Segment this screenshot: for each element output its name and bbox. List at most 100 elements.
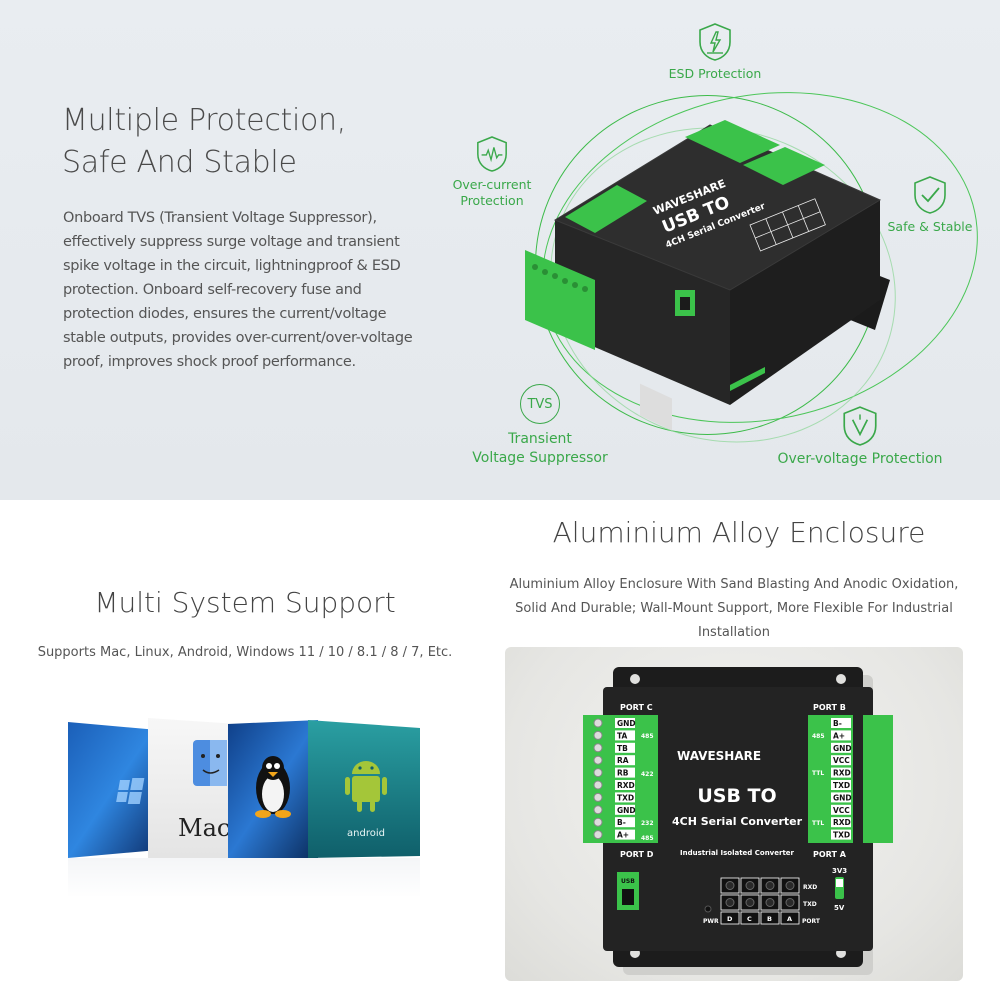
tvs-label-1: Transient bbox=[508, 431, 572, 447]
shield-voltage-icon bbox=[843, 406, 877, 446]
safe-stable-label: Safe & Stable bbox=[887, 219, 973, 234]
usb-label: USB bbox=[621, 878, 635, 885]
windows-logo-icon bbox=[116, 778, 145, 804]
windows-tile bbox=[68, 722, 158, 858]
left-pin-label: TA bbox=[617, 731, 628, 740]
terminal-screw bbox=[593, 817, 603, 827]
safe-stable-badge: Safe & Stable bbox=[878, 175, 982, 235]
led-indicator bbox=[785, 898, 795, 907]
multisystem-title: Multi System Support bbox=[94, 586, 396, 619]
led-indicator bbox=[725, 898, 735, 907]
terminal-screw bbox=[593, 755, 603, 765]
pin-label-box bbox=[615, 817, 635, 828]
terminal-screw bbox=[593, 768, 603, 778]
terminal-screw bbox=[593, 718, 603, 728]
overvoltage-badge: Over-voltage Protection bbox=[770, 405, 950, 467]
aluminium-description-line2: Solid And Durable; Wall-Mount Support, M… bbox=[515, 601, 953, 616]
led-col-label: A bbox=[787, 915, 792, 923]
pin-label-box bbox=[831, 792, 851, 803]
port-d-label: PORT D bbox=[620, 850, 654, 859]
led-col-label: B bbox=[767, 915, 772, 923]
pin-label-box bbox=[831, 767, 851, 778]
right-pin-label: VCC bbox=[833, 806, 850, 815]
pin-label-box bbox=[831, 730, 851, 741]
front-title: USB TO bbox=[697, 785, 776, 807]
aluminium-title: Aluminium Alloy Enclosure bbox=[552, 516, 926, 549]
tux-penguin-icon bbox=[255, 756, 291, 818]
left-pin-label: GND bbox=[617, 719, 636, 728]
pin-label-box bbox=[831, 755, 851, 766]
overvoltage-label: Over-voltage Protection bbox=[777, 451, 943, 467]
led-col-cell bbox=[740, 911, 760, 925]
left-pin-label: RA bbox=[617, 756, 629, 765]
pwr-label: PWR bbox=[703, 918, 719, 925]
pin-label-box bbox=[615, 829, 635, 840]
protection-title-line1: Multiple Protection, bbox=[62, 103, 347, 138]
right-pin-label: TXD bbox=[833, 781, 850, 790]
led-indicator bbox=[765, 898, 775, 907]
android-label: android bbox=[347, 828, 385, 839]
multisystem-subtitle: Supports Mac, Linux, Android, Windows 11… bbox=[37, 645, 453, 660]
right-pin-label: A+ bbox=[833, 731, 845, 740]
led-indicator bbox=[785, 881, 795, 890]
android-robot-icon bbox=[345, 761, 387, 812]
port-c-label: PORT C bbox=[620, 703, 653, 712]
led-col-cell bbox=[720, 911, 740, 925]
right-pin-label: RXD bbox=[833, 769, 851, 778]
port-col-label: PORT bbox=[802, 918, 821, 925]
front-subtitle: 4CH Serial Converter bbox=[672, 815, 803, 828]
left-pin-label: RB bbox=[617, 769, 629, 778]
terminal-screw bbox=[593, 743, 603, 753]
shield-pulse-icon bbox=[477, 136, 507, 172]
left-interface-tag: 422 bbox=[641, 771, 654, 778]
left-pin-label: TB bbox=[617, 744, 628, 753]
led-col-cell bbox=[760, 911, 780, 925]
aluminium-description-line3: Installation bbox=[697, 625, 770, 640]
overcurrent-badge: Over-current Protection bbox=[447, 135, 537, 209]
pin-label-box bbox=[615, 804, 635, 815]
left-pin-label: TXD bbox=[617, 793, 634, 802]
overcurrent-label-2: Protection bbox=[460, 193, 524, 208]
pin-label-box bbox=[831, 829, 851, 840]
tvs-icon: TVS bbox=[520, 384, 560, 424]
aluminium-description-line1: Aluminium Alloy Enclosure With Sand Blas… bbox=[509, 577, 959, 592]
led-col-label: D bbox=[727, 915, 733, 923]
pin-label-box bbox=[831, 718, 851, 728]
right-pin-label: GND bbox=[833, 793, 852, 802]
pin-label-box bbox=[615, 755, 635, 766]
esd-protection-label: ESD Protection bbox=[668, 66, 762, 81]
led-col-label: C bbox=[747, 915, 752, 923]
pin-label-box bbox=[615, 792, 635, 803]
shield-lightning-icon bbox=[699, 23, 731, 61]
right-pin-label: RXD bbox=[833, 818, 851, 827]
terminal-screw bbox=[593, 805, 603, 815]
right-pin-label: TXD bbox=[833, 831, 850, 840]
terminal-screw bbox=[593, 792, 603, 802]
tvs-label-2: Voltage Suppressor bbox=[472, 450, 608, 466]
pin-label-box bbox=[615, 718, 635, 728]
rxd-label: RXD bbox=[803, 884, 817, 891]
v5-label: 5V bbox=[834, 904, 845, 912]
right-interface-tag: TTL bbox=[812, 820, 824, 827]
right-pin-label: VCC bbox=[833, 756, 850, 765]
port-a-label: PORT A bbox=[813, 850, 847, 859]
led-indicator bbox=[745, 898, 755, 907]
enclosure-photo: PORT C PORT B PORT D PORT A GND TA TB RA RB R… bbox=[505, 647, 963, 981]
terminal-screw bbox=[593, 730, 603, 740]
protection-description: Onboard TVS (Transient Voltage Suppresso… bbox=[63, 210, 413, 370]
protection-panel: Multiple Protection, Safe And Stable Onb… bbox=[0, 0, 1000, 500]
txd-label: TXD bbox=[803, 901, 817, 908]
pin-label-box bbox=[615, 730, 635, 741]
left-interface-tag: 485 bbox=[641, 835, 654, 842]
right-pin-label: B- bbox=[833, 719, 842, 728]
converter-device-top-image: WAVESHARE USB TO 4CH Serial Converter bbox=[525, 120, 890, 431]
left-pin-label: RXD bbox=[617, 781, 635, 790]
port-b-label: PORT B bbox=[813, 703, 846, 712]
v33-label: 3V3 bbox=[832, 867, 847, 875]
led-col-cell bbox=[780, 911, 800, 925]
left-interface-tag: 485 bbox=[641, 733, 654, 740]
led-indicator bbox=[765, 881, 775, 890]
overcurrent-label-1: Over-current bbox=[452, 177, 532, 192]
shield-check-icon bbox=[914, 176, 946, 214]
protection-title-line2: Safe And Stable bbox=[62, 145, 297, 180]
